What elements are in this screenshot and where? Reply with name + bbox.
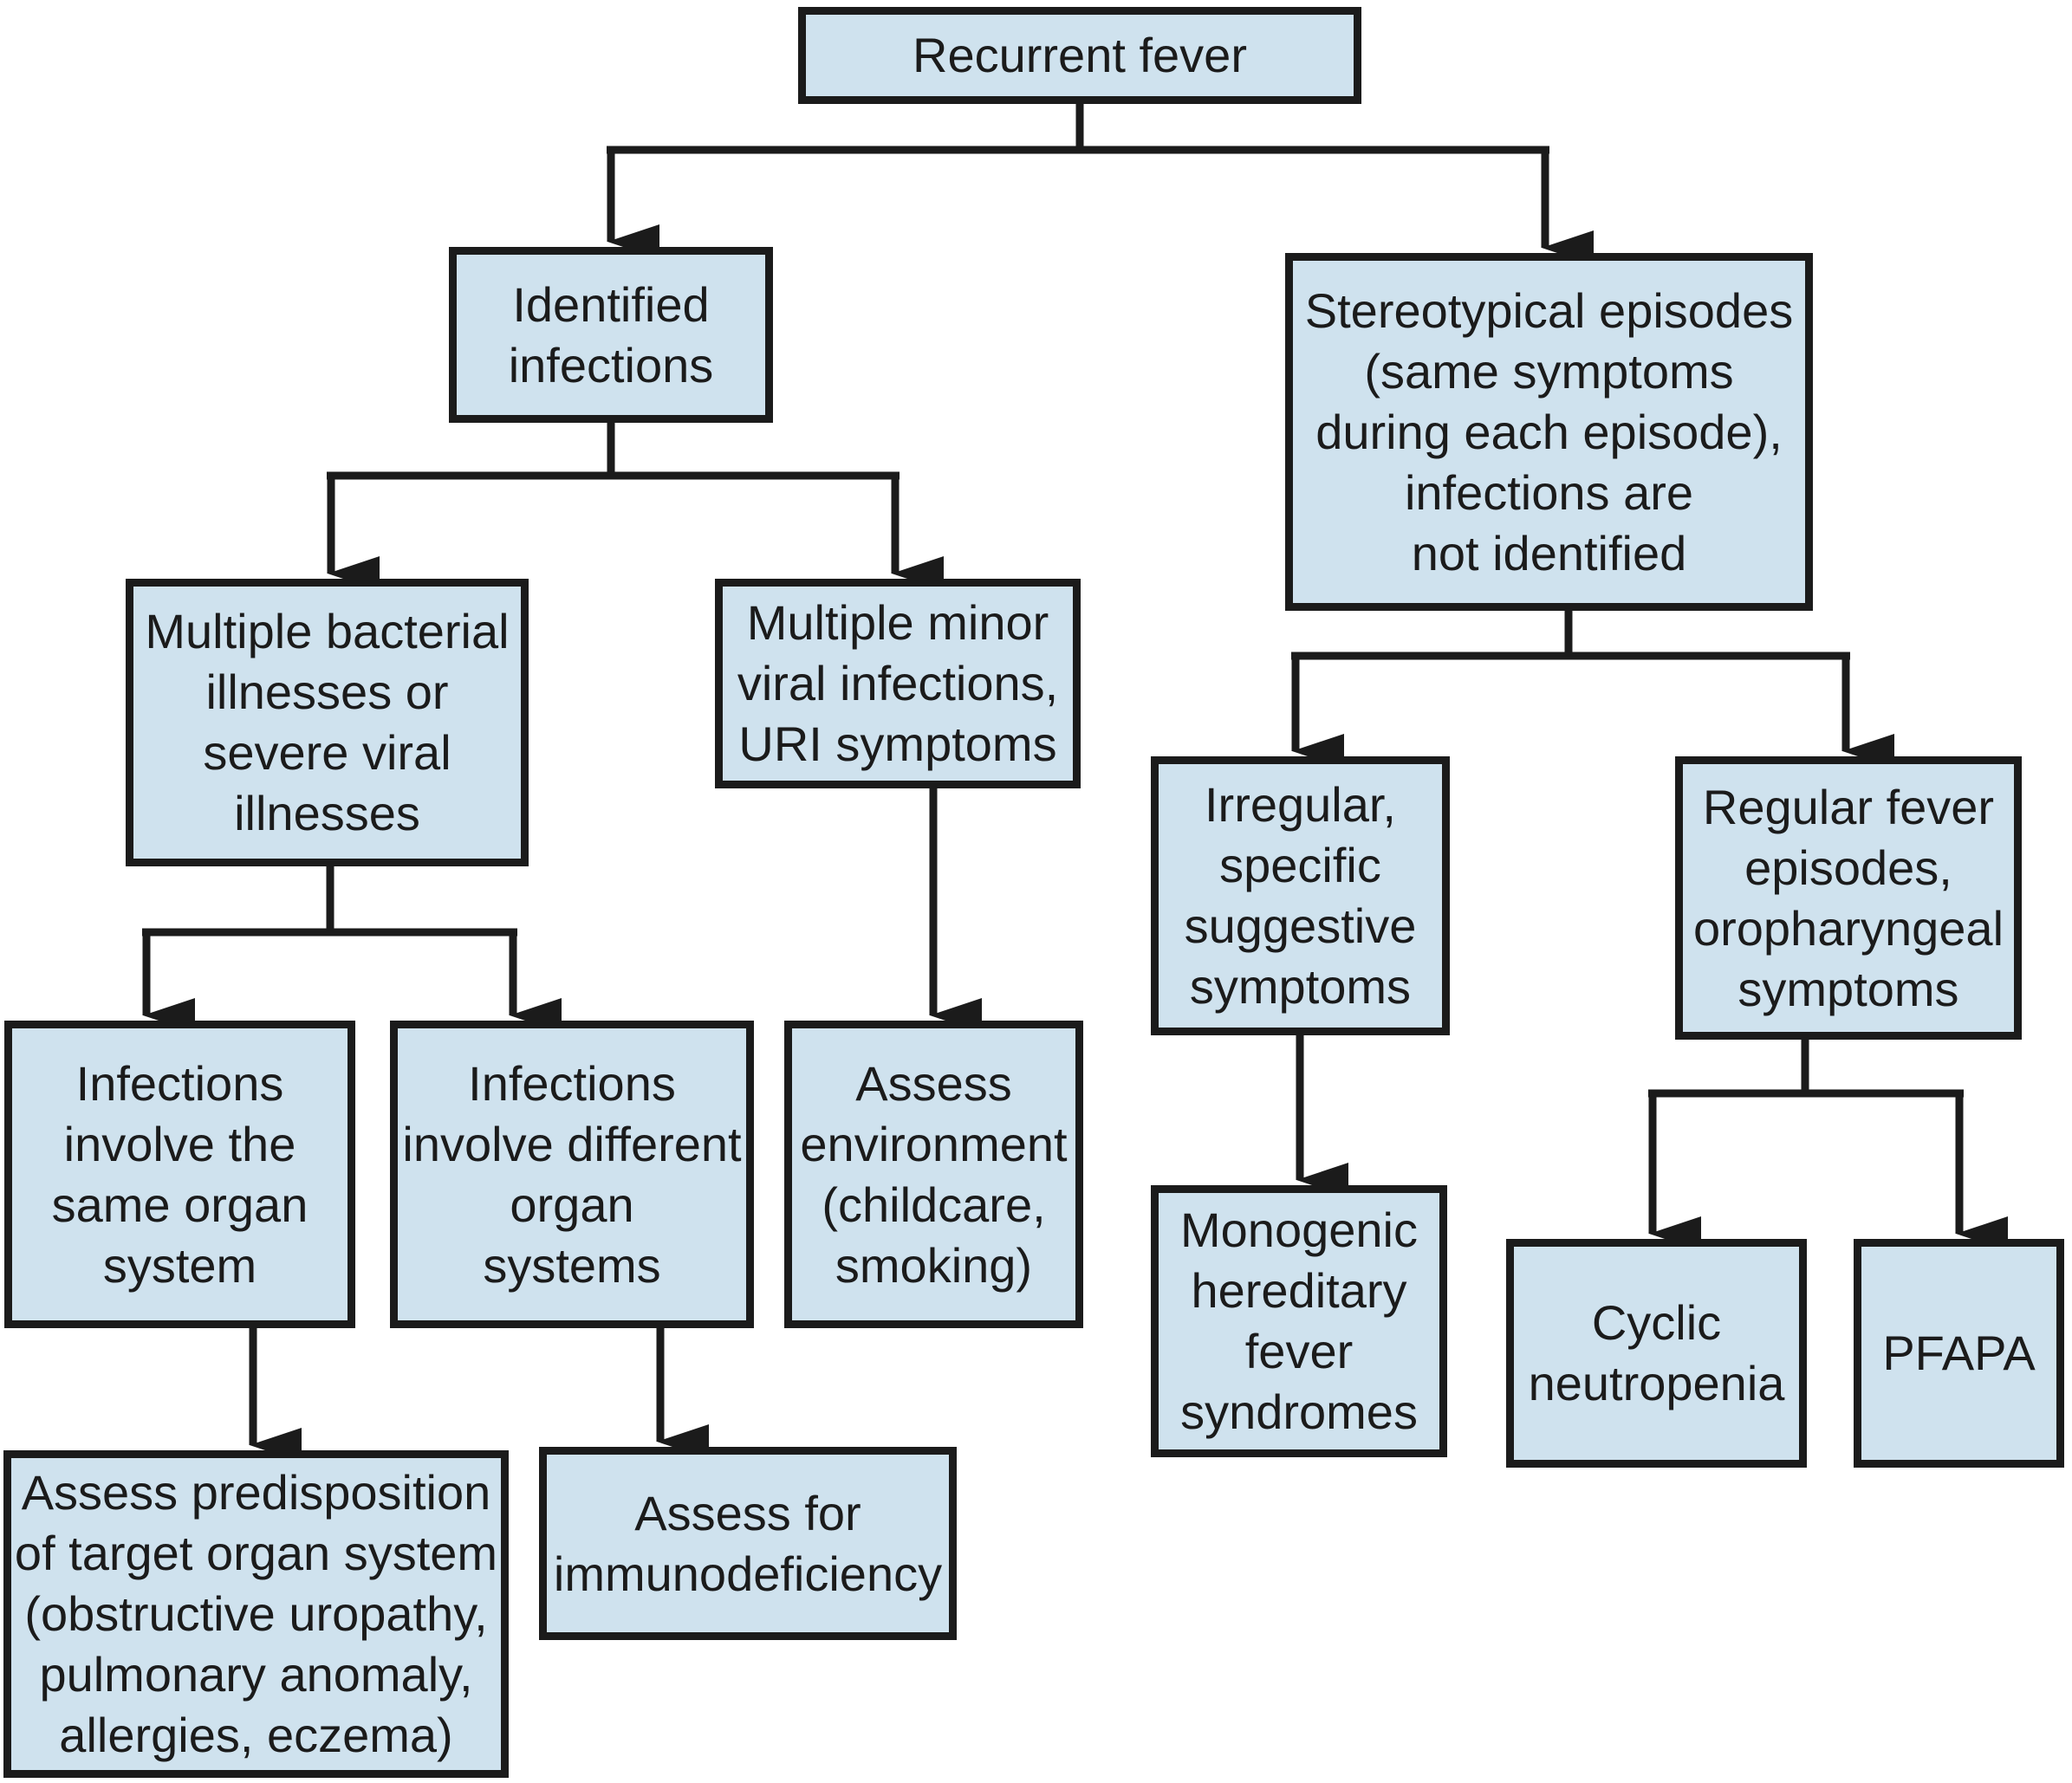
node-assess-for-immunodeficiency-label: Assess for immunodeficiency (553, 1485, 943, 1601)
node-monogenic-hereditary-fever-syndromes: Monogenic hereditary fever syndromes (1151, 1185, 1447, 1457)
node-irregular-specific-suggestive-symptoms-label: Irregular, specific suggestive symptoms (1184, 777, 1417, 1014)
node-assess-predisposition-label: Assess predisposition of target organ sy… (14, 1465, 498, 1762)
node-cyclic-neutropenia-label: Cyclic neutropenia (1528, 1295, 1785, 1410)
node-pfapa: PFAPA (1854, 1239, 2064, 1468)
node-recurrent-fever-label: Recurrent fever (913, 28, 1247, 82)
node-multiple-bacterial-illnesses: Multiple bacterial illnesses or severe v… (126, 579, 529, 866)
node-recurrent-fever: Recurrent fever (798, 7, 1361, 104)
node-assess-predisposition: Assess predisposition of target organ sy… (3, 1450, 509, 1778)
node-multiple-minor-viral-infections-label: Multiple minor viral infections, URI sym… (737, 595, 1059, 771)
node-identified-infections-label: Identified infections (508, 276, 714, 392)
node-infections-same-organ-system: Infections involve the same organ system (4, 1021, 355, 1328)
node-infections-same-organ-system-label: Infections involve the same organ system (51, 1055, 309, 1293)
node-assess-environment-label: Assess environment (childcare, smoking) (800, 1055, 1068, 1293)
node-cyclic-neutropenia: Cyclic neutropenia (1506, 1239, 1807, 1468)
node-multiple-minor-viral-infections: Multiple minor viral infections, URI sym… (715, 579, 1081, 788)
node-regular-fever-episodes-label: Regular fever episodes, oropharyngeal sy… (1692, 779, 2004, 1016)
node-irregular-specific-suggestive-symptoms: Irregular, specific suggestive symptoms (1151, 756, 1450, 1035)
node-pfapa-label: PFAPA (1882, 1326, 2036, 1380)
node-regular-fever-episodes: Regular fever episodes, oropharyngeal sy… (1675, 756, 2022, 1040)
node-assess-for-immunodeficiency: Assess for immunodeficiency (539, 1447, 957, 1640)
node-assess-environment: Assess environment (childcare, smoking) (784, 1021, 1083, 1328)
node-multiple-bacterial-illnesses-label: Multiple bacterial illnesses or severe v… (145, 604, 510, 840)
node-infections-different-organ-systems-label: Infections involve different organ syste… (402, 1055, 742, 1293)
node-identified-infections: Identified infections (449, 247, 773, 423)
node-stereotypical-episodes: Stereotypical episodes (same symptoms du… (1285, 253, 1813, 611)
node-infections-different-organ-systems: Infections involve different organ syste… (390, 1021, 754, 1328)
node-stereotypical-episodes-label: Stereotypical episodes (same symptoms du… (1304, 282, 1794, 580)
node-monogenic-hereditary-fever-syndromes-label: Monogenic hereditary fever syndromes (1180, 1203, 1418, 1439)
